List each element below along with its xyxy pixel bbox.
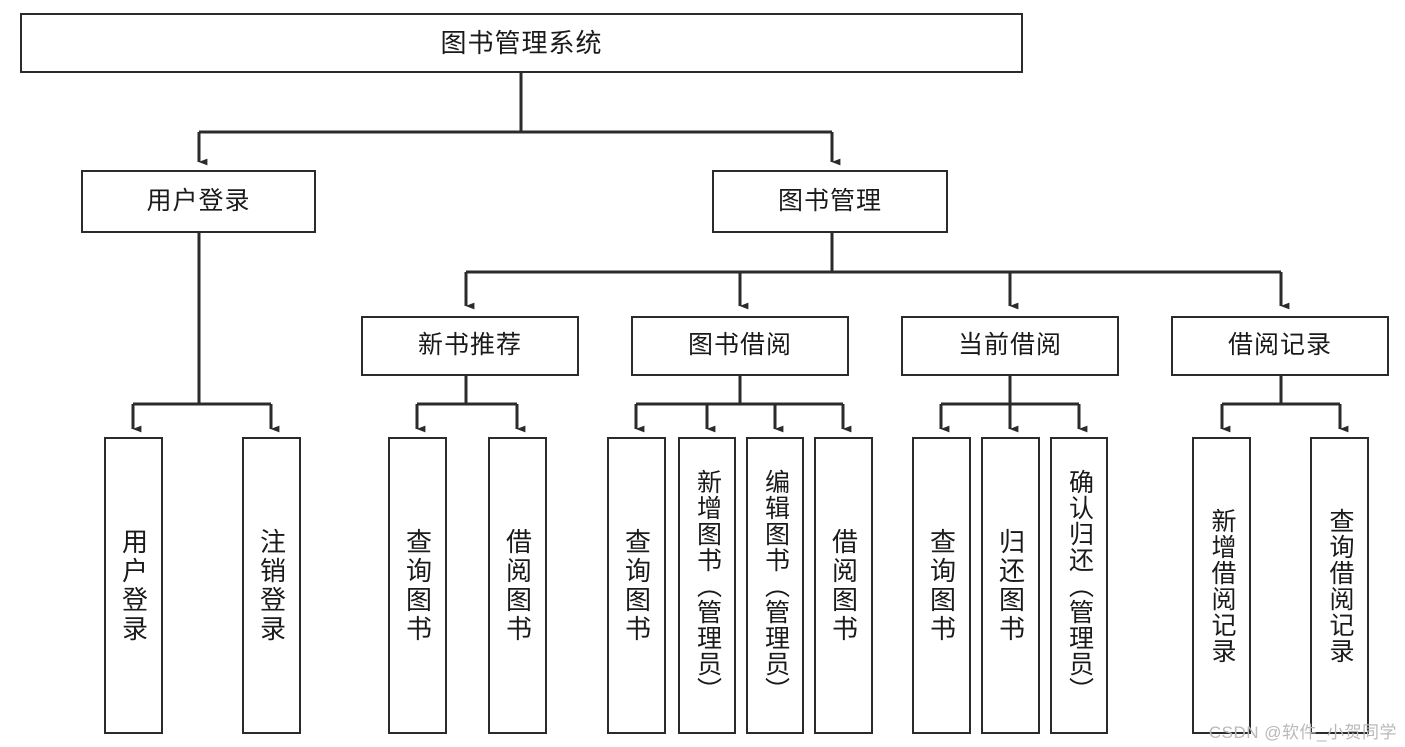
node-current-borrowing[interactable]: 当前借阅 <box>901 316 1119 376</box>
node-leaf-add-book-admin[interactable]: 新增图书（管理员） <box>678 437 736 734</box>
node-label: 图书管理系统 <box>440 27 603 58</box>
node-label: 用户登录 <box>146 186 251 215</box>
node-label: 确认归还（管理员） <box>1065 468 1094 703</box>
node-label: 新书推荐 <box>417 331 522 360</box>
node-label: 借阅记录 <box>1227 331 1332 360</box>
node-label: 当前借阅 <box>957 331 1062 360</box>
node-label: 编辑图书（管理员） <box>761 468 790 703</box>
node-leaf-add-borrow-record[interactable]: 新增借阅记录 <box>1192 437 1251 734</box>
node-label: 新增借阅记录 <box>1208 507 1236 664</box>
node-user-login[interactable]: 用户登录 <box>81 170 316 233</box>
node-leaf-logout[interactable]: 注销登录 <box>242 437 301 734</box>
node-leaf-edit-book-admin[interactable]: 编辑图书（管理员） <box>746 437 804 734</box>
node-leaf-return-book[interactable]: 归还图书 <box>981 437 1040 734</box>
node-leaf-borrow-book-2[interactable]: 借阅图书 <box>814 437 873 734</box>
node-new-book-recommendation[interactable]: 新书推荐 <box>361 316 579 376</box>
node-label: 用户登录 <box>118 527 149 644</box>
node-book-management[interactable]: 图书管理 <box>712 170 948 233</box>
node-label: 图书管理 <box>777 186 882 215</box>
node-book-borrowing[interactable]: 图书借阅 <box>631 316 849 376</box>
node-leaf-user-login[interactable]: 用户登录 <box>104 437 163 734</box>
node-label: 借阅图书 <box>502 527 533 644</box>
node-label: 图书借阅 <box>687 331 792 360</box>
node-label: 借阅图书 <box>828 527 859 644</box>
node-leaf-query-book-1[interactable]: 查询图书 <box>388 437 447 734</box>
node-label: 查询图书 <box>926 527 957 644</box>
node-leaf-query-book-3[interactable]: 查询图书 <box>912 437 971 734</box>
node-label: 查询借阅记录 <box>1326 507 1354 664</box>
watermark-text: CSDN @软件_小贺同学 <box>1208 723 1397 742</box>
node-leaf-query-borrow-record[interactable]: 查询借阅记录 <box>1310 437 1369 734</box>
node-label: 查询图书 <box>621 527 652 644</box>
node-root-book-management-system[interactable]: 图书管理系统 <box>20 13 1023 73</box>
node-label: 新增图书（管理员） <box>693 468 722 703</box>
node-label: 归还图书 <box>995 527 1026 644</box>
node-borrowing-record[interactable]: 借阅记录 <box>1171 316 1389 376</box>
node-leaf-borrow-book-1[interactable]: 借阅图书 <box>488 437 547 734</box>
node-label: 查询图书 <box>402 527 433 644</box>
node-leaf-confirm-return-admin[interactable]: 确认归还（管理员） <box>1050 437 1108 734</box>
node-label: 注销登录 <box>256 527 287 644</box>
node-leaf-query-book-2[interactable]: 查询图书 <box>607 437 666 734</box>
